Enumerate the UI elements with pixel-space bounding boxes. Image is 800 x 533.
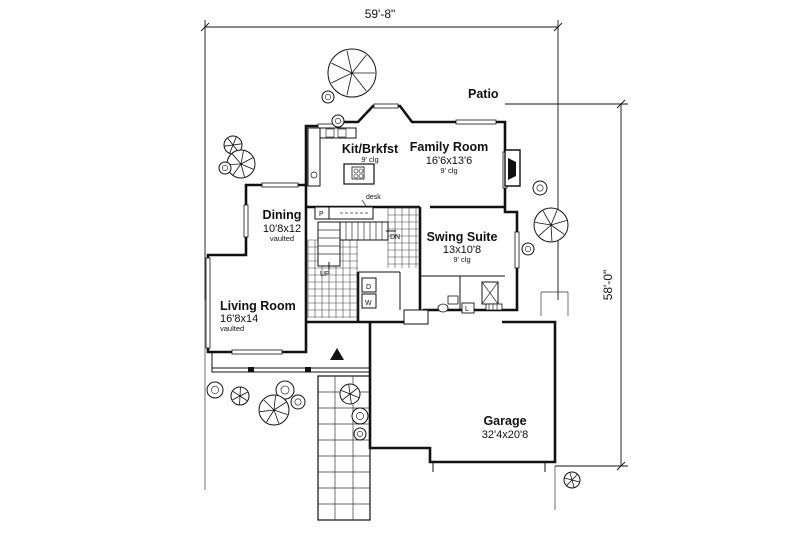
living-room-name: Living Room bbox=[220, 299, 296, 313]
swing-bath bbox=[403, 281, 503, 325]
washer-label: W bbox=[365, 300, 372, 307]
tree-icon bbox=[230, 386, 250, 406]
stair-up-label: UP bbox=[320, 271, 330, 278]
tree-icon bbox=[532, 180, 548, 196]
tree-icon bbox=[339, 383, 361, 405]
linen-label: L bbox=[465, 306, 469, 313]
living-room-size: 16'8x14 bbox=[220, 313, 258, 325]
dining-size: 10'8x12 bbox=[263, 223, 301, 235]
tree-icon bbox=[223, 135, 243, 155]
family-room-name: Family Room bbox=[410, 140, 489, 154]
tree-icon bbox=[258, 394, 290, 426]
entry-arrow-icon bbox=[330, 348, 344, 360]
dining-ceiling: vaulted bbox=[270, 234, 294, 243]
tree-icon bbox=[327, 48, 377, 98]
depth-dimension: 58'-0" bbox=[601, 270, 615, 301]
tree-icon bbox=[290, 394, 306, 410]
swing-suite-name: Swing Suite bbox=[427, 230, 498, 244]
kitchen-ceiling: 9' clg bbox=[361, 155, 378, 164]
tree-icon bbox=[521, 242, 535, 256]
tree-icon bbox=[275, 380, 295, 400]
dining-name: Dining bbox=[263, 208, 302, 222]
depth-dimension-line bbox=[505, 99, 628, 471]
stairs bbox=[317, 221, 396, 270]
tree-icon bbox=[226, 149, 256, 179]
width-dimension-line bbox=[200, 20, 563, 300]
swing-suite-size: 13x10'8 bbox=[443, 244, 481, 256]
fireplace bbox=[504, 149, 521, 187]
family-room-size: 16'6x13'6 bbox=[426, 155, 472, 167]
width-dimension: 59'-8" bbox=[365, 7, 396, 21]
desk-pantry bbox=[314, 199, 374, 220]
landscape-trees bbox=[206, 48, 581, 489]
garage-name: Garage bbox=[483, 414, 526, 428]
tree-icon bbox=[533, 207, 569, 243]
tree-icon bbox=[218, 161, 232, 175]
family-room-ceiling: 9' clg bbox=[440, 166, 457, 175]
tree-icon bbox=[563, 471, 581, 489]
dryer-label: D bbox=[366, 284, 371, 291]
garage-size: 32'4x20'8 bbox=[482, 429, 528, 441]
garage bbox=[368, 320, 557, 472]
tree-icon bbox=[321, 90, 335, 104]
patio-label: Patio bbox=[468, 87, 499, 101]
desk-label: desk bbox=[366, 194, 381, 201]
laundry bbox=[361, 277, 377, 309]
swing-suite-ceiling: 9' clg bbox=[453, 255, 470, 264]
site-lines bbox=[204, 291, 569, 510]
tree-icon bbox=[351, 407, 369, 425]
stair-down-label: DN bbox=[390, 234, 400, 241]
living-room-ceiling: vaulted bbox=[220, 324, 244, 333]
tree-icon bbox=[206, 381, 224, 399]
tree-icon bbox=[331, 114, 345, 128]
kitchen-counters bbox=[307, 127, 357, 187]
kitchen-name: Kit/Brkfst bbox=[342, 142, 399, 156]
kitchen-island bbox=[343, 163, 375, 185]
pantry-label: P bbox=[319, 211, 324, 218]
tree-icon bbox=[353, 427, 367, 441]
